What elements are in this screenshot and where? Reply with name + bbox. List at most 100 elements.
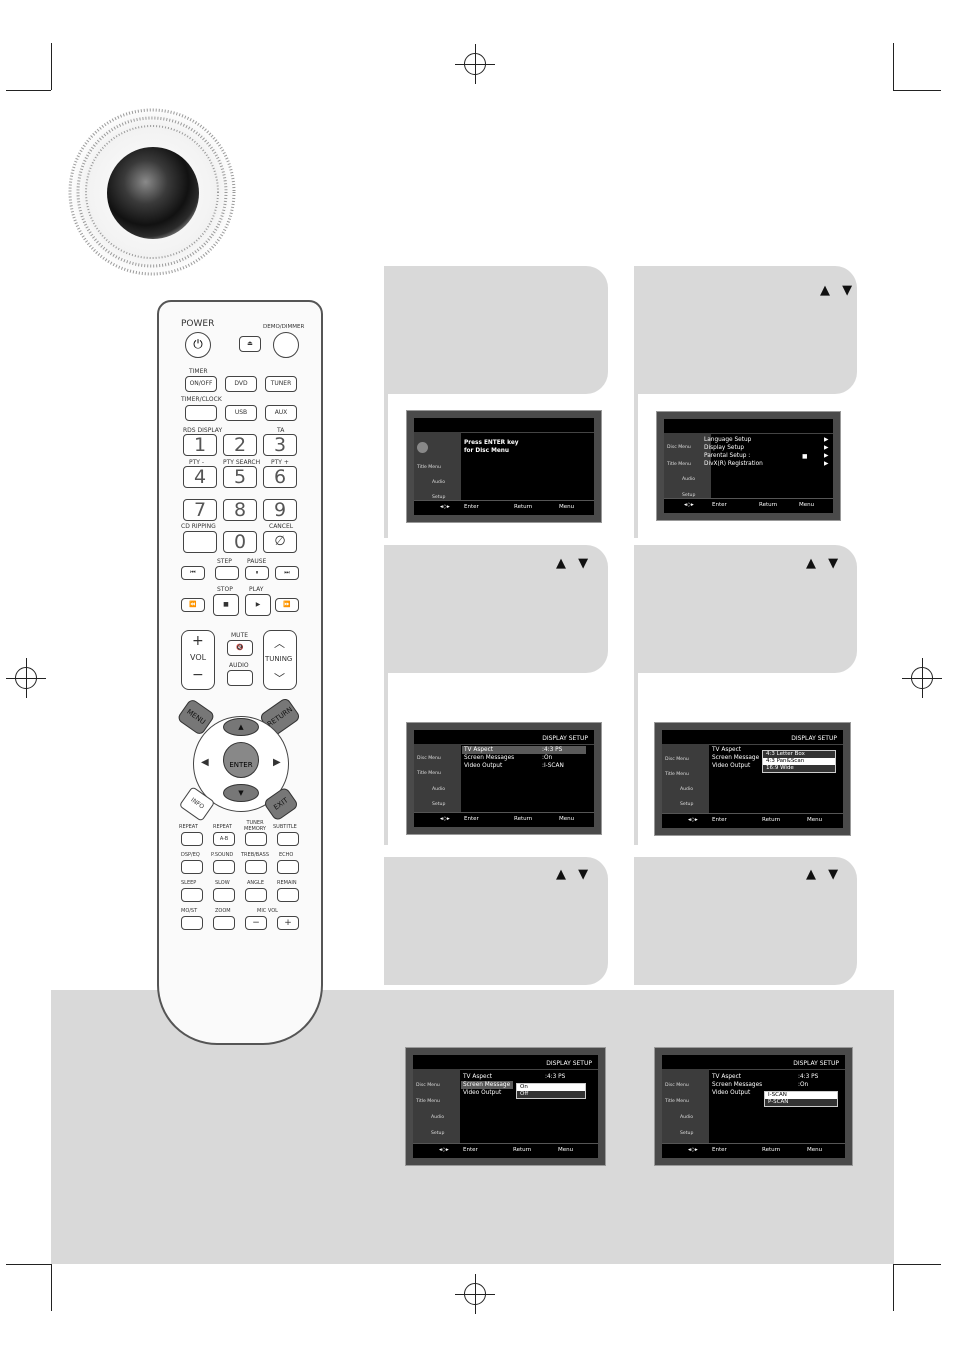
footer-return: Return	[762, 1147, 781, 1153]
row-tv-aspect[interactable]: TV Aspect	[712, 747, 742, 753]
timer-onoff-button[interactable]: ON/OFF	[185, 376, 217, 392]
tv-screen-5: DISPLAY SETUP Disc Menu Title Menu Audio…	[405, 1047, 606, 1166]
fast-forward-button[interactable]: ⏩	[275, 598, 299, 612]
row-tv-aspect[interactable]: TV Aspect	[712, 1074, 742, 1080]
mic-vol-label: MIC VOL	[257, 908, 278, 914]
screen-message: Press ENTER key	[464, 440, 519, 446]
crop-mark	[6, 1264, 51, 1265]
up-arrow-button[interactable]: ▲	[223, 718, 259, 736]
side-setup: Setup	[680, 802, 694, 807]
audio-button[interactable]	[227, 670, 253, 686]
digit-9-button[interactable]: 9	[263, 499, 297, 521]
row-screen-message[interactable]: Screen Message	[712, 755, 760, 761]
mute-button[interactable]: 🔇	[227, 640, 253, 656]
footer-enter: Enter	[463, 1147, 478, 1153]
mic-vol-plus-button[interactable]: +	[277, 916, 299, 930]
rewind-button[interactable]: ⏪	[181, 598, 205, 612]
tuner-button[interactable]: TUNER	[265, 376, 297, 392]
side-title-menu: Title Menu	[665, 772, 689, 777]
option-wide[interactable]: 16:9 Wide	[766, 765, 794, 771]
message-dropdown[interactable]: On Off	[516, 1083, 586, 1099]
menu-display-setup[interactable]: Display Setup	[704, 445, 745, 451]
option-letterbox[interactable]: 4:3 Letter Box	[766, 751, 805, 757]
skip-forward-button[interactable]: ⏭	[275, 566, 299, 580]
option-pan-scan[interactable]: 4:3 Pan&Scan	[763, 758, 835, 765]
volume-rocker[interactable]	[181, 630, 215, 690]
option-off[interactable]: Off	[520, 1091, 529, 1097]
down-arrow-button[interactable]: ▼	[223, 784, 259, 802]
row-screen-messages[interactable]: Screen Messages	[712, 1082, 763, 1088]
digit-6-button[interactable]: 6	[263, 466, 297, 488]
left-arrow-icon[interactable]: ◀	[201, 757, 209, 768]
mo-st-label: MO/ST	[181, 908, 198, 914]
crop-mark	[51, 43, 52, 90]
play-button[interactable]: ▶	[245, 594, 271, 616]
treb-bass-button[interactable]	[245, 860, 267, 874]
stop-button[interactable]: ■	[213, 594, 239, 616]
power-button[interactable]: ⏻	[185, 332, 211, 358]
row-tv-aspect[interactable]: TV Aspect	[464, 747, 494, 753]
vol-label: VOL	[190, 653, 207, 662]
mute-label: MUTE	[231, 632, 249, 639]
right-arrow-icon[interactable]: ▶	[273, 757, 281, 768]
digit-1-button[interactable]: 1	[183, 434, 217, 456]
arrow-right-icon: ▶	[824, 437, 829, 443]
repeat-button[interactable]	[181, 832, 203, 846]
digit-3-button[interactable]: 3	[263, 434, 297, 456]
digit-8-button[interactable]: 8	[223, 499, 257, 521]
row-video-output[interactable]: Video Output	[464, 763, 503, 769]
digit-4-button[interactable]: 4	[183, 466, 217, 488]
repeat-ab-button[interactable]: A-B	[213, 832, 235, 846]
video-dropdown[interactable]: I-SCAN P-SCAN	[764, 1091, 838, 1107]
row-screen-messages[interactable]: Screen Messages	[464, 755, 515, 761]
aspect-dropdown[interactable]: 4:3 Letter Box 4:3 Pan&Scan 16:9 Wide	[762, 750, 836, 773]
option-iscan[interactable]: I-SCAN	[765, 1092, 837, 1099]
row-video-output[interactable]: Video Output	[463, 1090, 502, 1096]
dsp-eq-button[interactable]	[181, 860, 203, 874]
footer-menu: Menu	[559, 816, 575, 822]
slow-button[interactable]	[213, 888, 235, 902]
enter-button[interactable]: ENTER	[223, 742, 259, 778]
row-tv-aspect[interactable]: TV Aspect	[463, 1074, 493, 1080]
menu-language-setup[interactable]: Language Setup	[704, 437, 752, 443]
value-tv-aspect: :4:3 PS	[545, 1074, 566, 1080]
digit-7-button[interactable]: 7	[183, 499, 217, 521]
remain-button[interactable]	[277, 888, 299, 902]
echo-button[interactable]	[277, 860, 299, 874]
cd-ripping-button[interactable]	[183, 531, 217, 553]
side-disc-menu: Disc Menu	[667, 445, 691, 450]
tuning-rocker[interactable]	[263, 630, 297, 690]
tuner-memory-button[interactable]	[245, 832, 267, 846]
pause-button[interactable]: ⏸	[245, 566, 269, 580]
aux-button[interactable]: AUX	[265, 405, 297, 421]
angle-button[interactable]	[245, 888, 267, 902]
demo-dimmer-label: DEMO/DIMMER	[263, 324, 305, 330]
cancel-button[interactable]: ∅	[263, 531, 297, 553]
sleep-label: SLEEP	[181, 880, 197, 886]
option-pscan[interactable]: P-SCAN	[768, 1099, 789, 1105]
subtitle-button[interactable]	[277, 832, 299, 846]
skip-back-button[interactable]: ⏮	[181, 566, 205, 580]
step-button[interactable]	[215, 566, 239, 580]
row-video-output[interactable]: Video Output	[712, 763, 751, 769]
option-on[interactable]: On	[517, 1084, 585, 1091]
menu-divx-registration[interactable]: DivX(R) Registration	[704, 461, 763, 467]
psound-button[interactable]	[213, 860, 235, 874]
usb-button[interactable]: USB	[225, 405, 257, 421]
digit-0-button[interactable]: 0	[223, 531, 257, 553]
demo-dimmer-button[interactable]	[273, 332, 299, 358]
row-video-output[interactable]: Video Output	[712, 1090, 751, 1096]
digit-2-button[interactable]: 2	[223, 434, 257, 456]
dvd-button[interactable]: DVD	[225, 376, 257, 392]
zoom-button[interactable]	[213, 916, 235, 930]
side-audio: Audio	[682, 477, 696, 482]
timer-clock-button[interactable]	[185, 405, 217, 421]
sleep-button[interactable]	[181, 888, 203, 902]
mic-vol-minus-button[interactable]: −	[245, 916, 267, 930]
mo-st-button[interactable]	[181, 916, 203, 930]
digit-5-button[interactable]: 5	[223, 466, 257, 488]
row-screen-message[interactable]: Screen Message	[463, 1082, 511, 1088]
eject-button[interactable]: ⏏	[239, 336, 261, 352]
footer-return: Return	[762, 817, 781, 823]
menu-parental-setup[interactable]: Parental Setup :	[704, 453, 751, 459]
